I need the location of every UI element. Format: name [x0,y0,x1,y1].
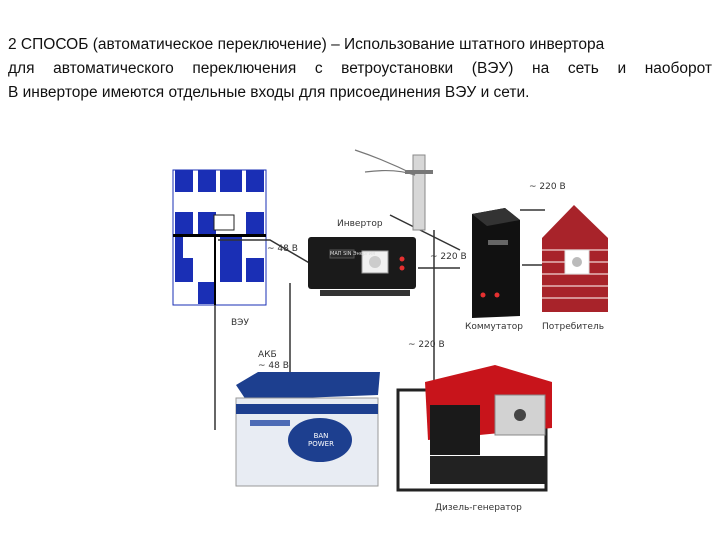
ac-mid-voltage-label: ~ 220 В [430,252,467,262]
ac-generator-voltage-label: ~ 220 В [408,340,445,350]
switch-box-graphic [472,208,520,318]
inverter-graphic [308,237,416,296]
dc-voltage-label: ~ 48 В [267,244,298,254]
wind-turbine-graphic [173,170,266,305]
battery-graphic [236,372,380,486]
battery-label: АКБ ~ 48 В [258,350,289,372]
utility-pole-graphic [355,150,433,230]
switch-label: Коммутатор [465,322,523,332]
consumer-label: Потребитель [542,322,604,332]
wind-turbine-label: ВЭУ [231,318,249,328]
consumer-house-graphic [542,205,608,312]
generator-label: Дизель-генератор [435,503,522,513]
inverter-label: Инвертор [337,219,383,229]
battery-brand-text: BAN POWER [308,432,334,448]
ac-top-voltage-label: ~ 220 В [529,182,566,192]
inverter-brand-text: МАП SIN Энергия [330,251,375,257]
generator-graphic [398,365,552,490]
